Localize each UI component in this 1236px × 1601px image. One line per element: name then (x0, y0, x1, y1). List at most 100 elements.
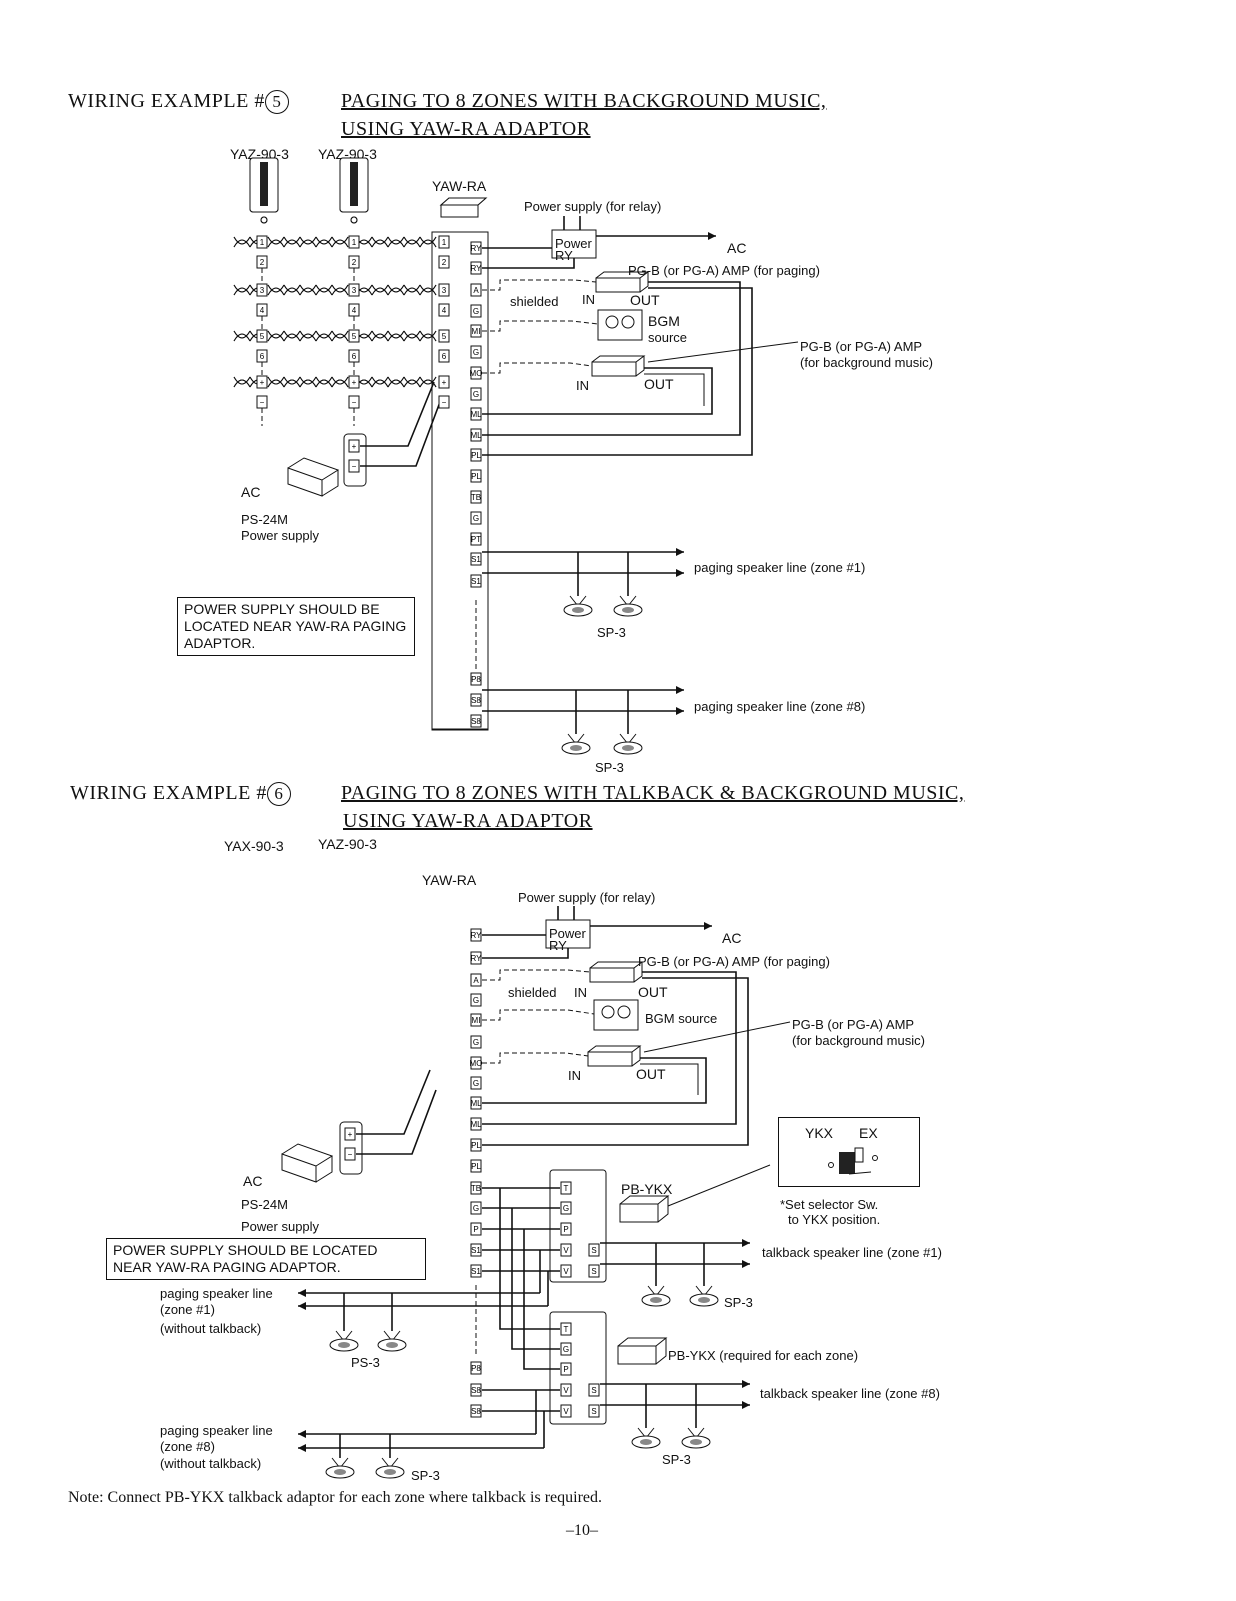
heading-prefix: WIRING EXAMPLE # (68, 90, 265, 112)
amplifier-icon (591, 361, 637, 377)
paging-line-8-zone: (zone #8) (160, 1439, 215, 1454)
power-supply-icon (321, 470, 339, 497)
twisted-pair (233, 376, 251, 385)
bgm-amp-note: (for background music) (800, 355, 933, 370)
twisted-pair (299, 239, 317, 248)
twisted-pair (419, 284, 437, 293)
terminal-label: 6 (442, 352, 447, 361)
speaker-icon (622, 607, 634, 613)
terminal-label: S1 (471, 1267, 481, 1276)
twisted-pair (419, 287, 437, 296)
twisted-pair (233, 330, 251, 339)
selector-switch-icon (828, 1147, 878, 1175)
adaptor-icon (439, 197, 488, 206)
amplifier-icon (595, 277, 641, 293)
twisted-pair (371, 239, 389, 248)
amp-in-label: IN (582, 292, 595, 307)
twisted-pair (419, 330, 437, 339)
wire (482, 971, 737, 1125)
terminal (470, 993, 482, 1007)
terminal-label: − (352, 462, 357, 471)
bgm-source-icon (593, 999, 639, 1031)
wire (482, 258, 575, 269)
twisted-pair (315, 376, 333, 385)
pointer-line (647, 341, 799, 363)
terminal (438, 255, 450, 269)
terminal-label: S8 (471, 717, 481, 726)
twisted-pair (267, 379, 285, 388)
terminal (470, 469, 482, 483)
terminal (470, 304, 482, 318)
adaptor-label: YAW-RA (422, 872, 477, 888)
twisted-pair (233, 239, 251, 248)
terminal-label: 1 (260, 238, 265, 247)
terminal (438, 303, 450, 317)
terminal (438, 375, 450, 389)
arrow-head (742, 1260, 750, 1268)
power-supply-icon (281, 1143, 334, 1167)
pbykx-panel (549, 1169, 607, 1283)
terminal (560, 1404, 572, 1418)
terminal-label: G (473, 1079, 479, 1088)
speaker-icon (572, 607, 584, 613)
terminal (348, 283, 360, 297)
handset-icon (260, 216, 268, 224)
terminal (560, 1201, 572, 1215)
terminal-label: G (473, 1204, 479, 1213)
adaptor-panel (431, 231, 489, 730)
terminal (438, 283, 450, 297)
terminal (438, 395, 450, 409)
wire (482, 281, 741, 436)
amplifier-icon (633, 962, 643, 983)
twisted-pair (315, 379, 333, 388)
ps-ac-label: AC (243, 1173, 263, 1189)
terminal-label: 6 (352, 352, 357, 361)
power-supply-icon (315, 1156, 333, 1183)
twisted-pair (403, 333, 421, 342)
terminal-label: − (442, 398, 447, 407)
terminal (470, 1159, 482, 1173)
selector-note-2: to YKX position. (788, 1212, 881, 1227)
amplifier-icon (591, 355, 646, 363)
bgm-amp-label: PG-B (or PG-A) AMP (800, 339, 923, 354)
circled-number: 5 (264, 90, 289, 114)
ps-model-label: PS-24M (241, 1197, 288, 1212)
twisted-pair (387, 379, 405, 388)
power-supply-icon (281, 1153, 317, 1183)
relay-box-line1: Power (549, 926, 586, 941)
terminal (470, 1117, 482, 1131)
terminal (470, 1181, 482, 1195)
terminal (348, 235, 360, 249)
terminal-label: + (348, 1130, 353, 1139)
terminal (470, 448, 482, 462)
twisted-pair (267, 287, 285, 296)
terminal-label: G (473, 514, 479, 523)
sp3-label-a: SP-3 (724, 1295, 753, 1310)
terminal (470, 574, 482, 588)
twisted-pair (371, 284, 389, 293)
example-5-subtitle: USING YAW-RA ADAPTOR (341, 118, 591, 140)
terminal (588, 1264, 600, 1278)
power-terminal-block (339, 1121, 363, 1175)
wire (482, 1052, 589, 1064)
twisted-pair (331, 376, 349, 385)
terminal (470, 552, 482, 566)
terminal (470, 387, 482, 401)
twisted-pair (315, 330, 333, 339)
terminal-label: PL (471, 472, 481, 481)
terminal (470, 928, 482, 942)
example-6-heading: WIRING EXAMPLE #6 (70, 782, 291, 806)
terminal-label: 2 (352, 258, 357, 267)
terminal (348, 439, 360, 453)
terminal-label: 5 (260, 332, 265, 341)
terminal-label: MO (470, 369, 483, 378)
terminal (344, 1127, 356, 1141)
heading-prefix: WIRING EXAMPLE # (70, 782, 267, 804)
terminal-label: 5 (442, 332, 447, 341)
twisted-pair (331, 239, 349, 248)
twisted-pair (267, 333, 285, 342)
pointer-line (667, 1164, 771, 1207)
wire (482, 362, 593, 374)
twisted-pair (387, 330, 405, 339)
terminal (560, 1383, 572, 1397)
